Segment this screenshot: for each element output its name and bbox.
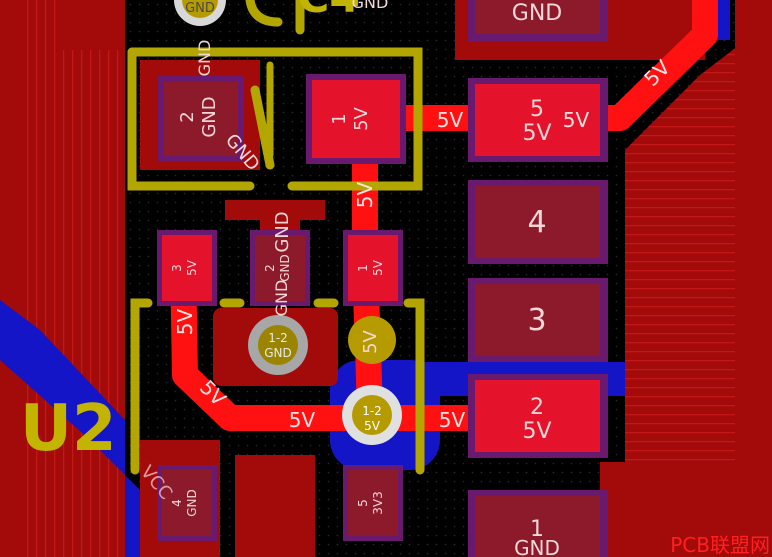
u2-pad1-num: 1 [356,264,370,272]
u2-pad2-num: 2 [263,264,277,272]
u2-pads [157,230,403,541]
u2-pad3-net: 5V [185,259,199,276]
c4-pad2-net: GND [199,96,220,137]
trace-label-gnd-d: GND [272,280,291,317]
via-5v-lower-net: 5V [364,419,381,433]
silk-c4-ref: C4 [297,0,360,23]
trace-label-5v-a: 5V [437,108,464,132]
u2-pad3-num: 3 [170,264,184,272]
conn-pad4-num: 4 [527,205,546,240]
via-gnd-layers: 1-2 [268,331,288,345]
conn-top-gnd: GND [512,1,562,26]
via-5v-upper-net: 5V [360,329,381,353]
u2-pad5-num: 5 [356,499,370,507]
silkscreen [127,0,425,475]
u2-pad5-net: 3V3 [371,491,385,514]
copper-pour-left [0,0,125,557]
c4-pads [158,74,406,164]
silk-u2-ref: U2 [20,392,117,466]
via-5v-lower-layers: 1-2 [362,404,382,418]
via-top-left-label: GND [185,1,215,16]
u2-pad4-num: 4 [170,499,184,507]
conn-pad2-num: 2 [530,395,544,420]
trace-label-gnd-a: GND [195,40,214,77]
vias [174,0,402,445]
u2-pad4-net: GND [185,489,199,517]
conn-pad3-num: 3 [527,303,546,338]
conn-pad5-num: 5 [530,97,544,122]
conn-pad1-net: GND [514,536,560,557]
conn-pad2-net: 5V [522,419,551,444]
trace-label-5v-b: 5V [563,108,590,132]
trace-label-5v-bottom-a: 5V [289,408,316,432]
copper-pour-right [455,0,772,557]
c4-pad1-num: 1 [329,113,350,124]
trace-label-5v-left: 5V [173,308,197,335]
u2-pad1-net: 5V [371,259,385,276]
connector-pads [468,0,608,557]
u2-pad2-net: GND [278,254,292,282]
trace-label-gnd-c: GND [272,211,293,252]
conn-pad5-net: 5V [522,121,551,146]
conn-pad1-num: 1 [530,517,544,542]
top-gnd-label: GND [352,0,389,12]
watermark: PCB联盟网 [670,533,770,557]
trace-label-5v-vertical: 5V [353,181,377,208]
c4-pad1-net: 5V [351,106,372,130]
via-gnd-net: GND [264,346,292,360]
trace-label-5v-bottom-b: 5V [439,408,466,432]
c4-pad2-num: 2 [177,111,198,122]
